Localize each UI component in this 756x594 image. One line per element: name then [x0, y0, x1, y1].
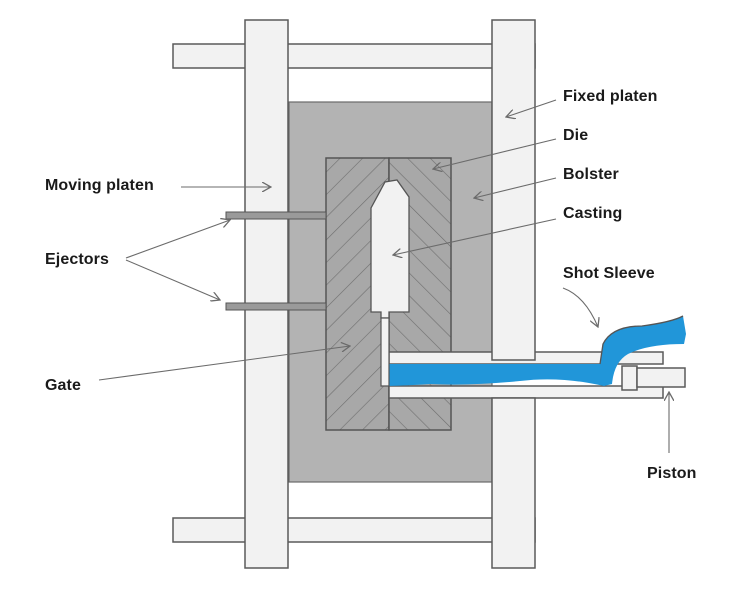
label-die: Die — [563, 127, 589, 144]
fixed-platen — [491, 19, 536, 361]
top-tie-bar — [172, 43, 536, 69]
piston-head — [621, 365, 638, 391]
label-casting: Casting — [563, 205, 623, 222]
fixed-platen-lower — [491, 397, 536, 569]
arrow-gate — [98, 346, 350, 381]
label-gate: Gate — [45, 377, 81, 394]
casting — [370, 179, 410, 319]
arrow-bolster — [474, 177, 557, 198]
molten-metal — [381, 316, 686, 386]
label-fixed-platen: Fixed platen — [563, 88, 658, 105]
ejector-pin-upper — [225, 211, 327, 220]
gate-channel — [380, 317, 390, 387]
bottom-tie-bar — [172, 517, 536, 543]
moving-platen — [244, 19, 289, 569]
arrow-ejector-lower — [125, 259, 220, 300]
label-ejectors: Ejectors — [45, 251, 109, 268]
label-piston: Piston — [647, 465, 697, 482]
piston-rod — [636, 367, 686, 388]
arrow-ejector-upper — [125, 220, 230, 259]
arrow-shot-sleeve — [562, 287, 598, 327]
ejector-pin-lower — [225, 302, 327, 311]
label-shot-sleeve: Shot Sleeve — [563, 265, 655, 282]
label-moving-platen: Moving platen — [45, 177, 154, 194]
shot-sleeve-spout — [599, 315, 684, 365]
arrow-die — [433, 138, 557, 169]
arrow-fixed-platen — [506, 99, 557, 117]
arrow-casting — [393, 218, 557, 255]
label-bolster: Bolster — [563, 166, 619, 183]
